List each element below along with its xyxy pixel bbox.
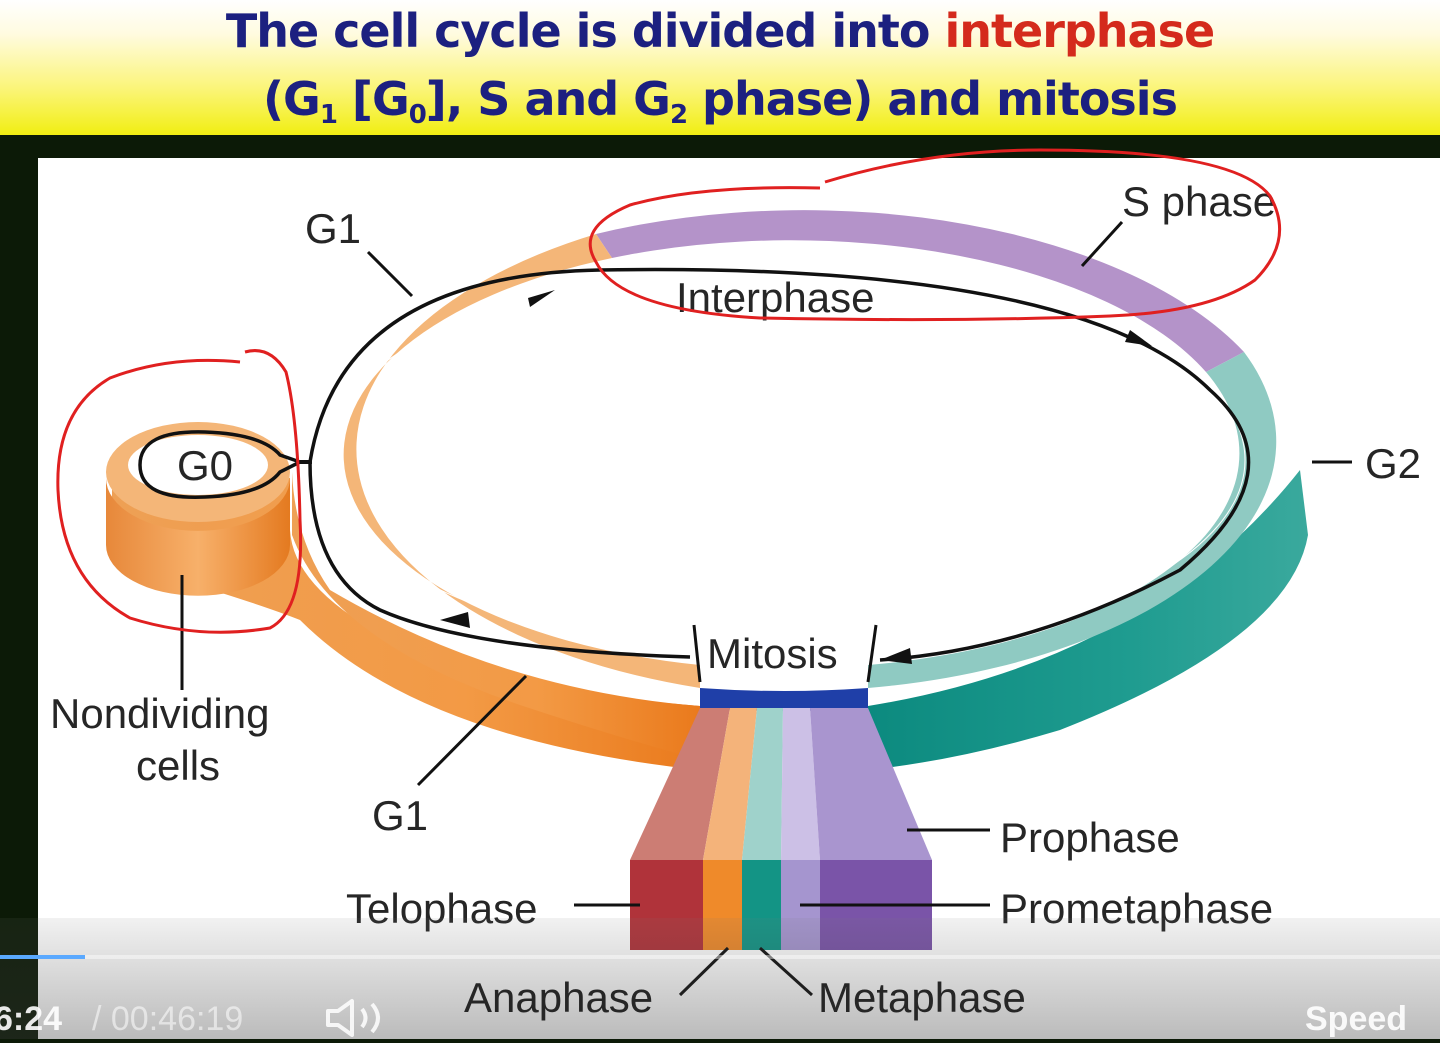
anaphase-upper	[703, 708, 757, 860]
title-subscript: 1	[319, 100, 338, 130]
g1-outer-wall	[292, 472, 700, 760]
leader-mitosis-right	[866, 624, 878, 683]
prophase-upper	[810, 708, 932, 860]
g1-ring-segment	[343, 234, 700, 688]
slide-title-line-1: The cell cycle is divided into interphas…	[0, 4, 1440, 58]
anaphase-block	[703, 860, 742, 950]
video-progress-fill	[0, 955, 85, 959]
g2-ring-wall	[868, 470, 1308, 770]
leader-metaphase	[758, 946, 814, 997]
cycle-path-upper	[308, 267, 1251, 662]
annotation-circle-s-phase	[588, 148, 1282, 322]
cycle-arrow-head	[528, 290, 555, 307]
speaker-icon-graphic	[326, 999, 380, 1037]
label-g0: G0	[177, 442, 233, 489]
title-part: phase) and mitosis	[687, 72, 1178, 126]
cycle-arrow-head	[440, 612, 470, 628]
current-time: 6:24	[0, 1000, 63, 1038]
speed-button[interactable]: Speed	[1305, 1000, 1408, 1038]
title-part: ], S and G	[425, 72, 671, 126]
total-time: / 00:46:19	[92, 1000, 244, 1038]
cycle-arrow-head	[1125, 330, 1152, 346]
g2-ring-segment	[868, 352, 1277, 688]
label-g1-top: G1	[305, 205, 361, 252]
label-g2: G2	[1365, 440, 1421, 487]
label-g1-bottom: G1	[372, 792, 428, 839]
label-mitosis: Mitosis	[707, 630, 838, 677]
annotation-circle-g0	[56, 349, 303, 634]
g0-loop-inner	[128, 435, 268, 495]
prometaphase-upper	[781, 708, 820, 860]
leader-mitosis-left	[692, 624, 702, 683]
leader-anaphase	[678, 946, 730, 997]
leader-g1-bottom	[416, 674, 528, 787]
label-nondividing: Nondividing	[50, 690, 269, 737]
cycle-path-lower	[308, 461, 691, 659]
leader-s-phase	[1080, 220, 1124, 268]
slide-title-banner: The cell cycle is divided into interphas…	[0, 0, 1440, 135]
s-phase-ring-segment	[596, 210, 1244, 372]
telophase-upper	[630, 708, 730, 860]
speaker-icon[interactable]	[322, 998, 396, 1038]
title-subscript: 0	[408, 100, 427, 130]
title-highlight-interphase: interphase	[944, 4, 1215, 58]
title-subscript: 2	[669, 100, 688, 130]
title-part: [G	[336, 72, 410, 126]
metaphase-block	[742, 860, 781, 950]
label-prophase: Prophase	[1000, 814, 1180, 861]
label-cells: cells	[136, 742, 220, 789]
label-telophase: Telophase	[346, 885, 537, 932]
title-part: (G	[263, 72, 321, 126]
cycle-inner-space	[322, 264, 1246, 656]
label-prometaphase: Prometaphase	[1000, 885, 1273, 932]
label-s-phase: S phase	[1122, 178, 1276, 225]
title-text: The cell cycle is divided into	[225, 4, 945, 58]
video-player-controls	[0, 918, 1440, 1039]
slide-title-line-2: (G1 [G0], S and G2 phase) and mitosis	[0, 72, 1440, 130]
video-progress-track[interactable]	[0, 955, 1440, 959]
leader-lines	[180, 220, 1352, 997]
leader-g1-top	[366, 250, 414, 298]
cycle-arrow-head	[880, 648, 912, 664]
metaphase-upper	[742, 708, 783, 860]
mitosis-band	[700, 688, 868, 711]
telophase-block	[630, 860, 703, 950]
g0-cylinder-wall	[106, 478, 290, 596]
